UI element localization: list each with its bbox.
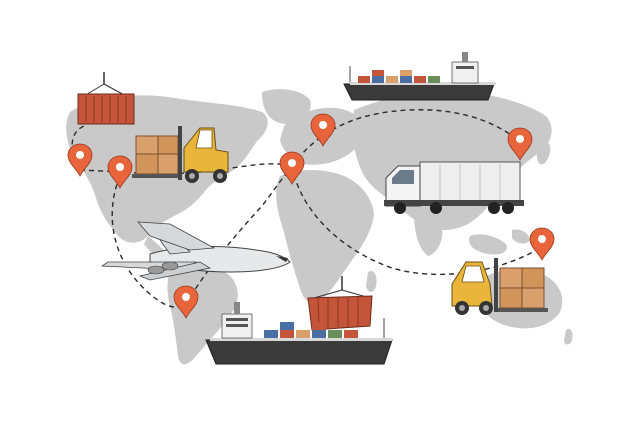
cargo-aircraft-icon [100,221,291,281]
route-sa-europe [185,165,293,305]
location-pin-icon [507,127,533,161]
forklift-icon [132,126,229,183]
location-pins [67,113,555,319]
route-na-sa [111,175,187,308]
cargo-ship-icon [205,302,393,365]
shipping-container-icon [77,72,135,125]
cargo-ship-icon [343,52,496,101]
location-pin-icon [107,155,133,189]
location-pin-icon [173,285,199,319]
location-pin-icon [529,227,555,261]
route-na-loop [71,125,85,171]
semi-truck-icon [384,161,524,214]
route-europe-australia [291,165,541,276]
location-pin-icon [279,151,305,185]
location-pin-icon [310,113,336,147]
location-pin-icon [67,143,93,177]
forklift-icon [451,258,548,315]
